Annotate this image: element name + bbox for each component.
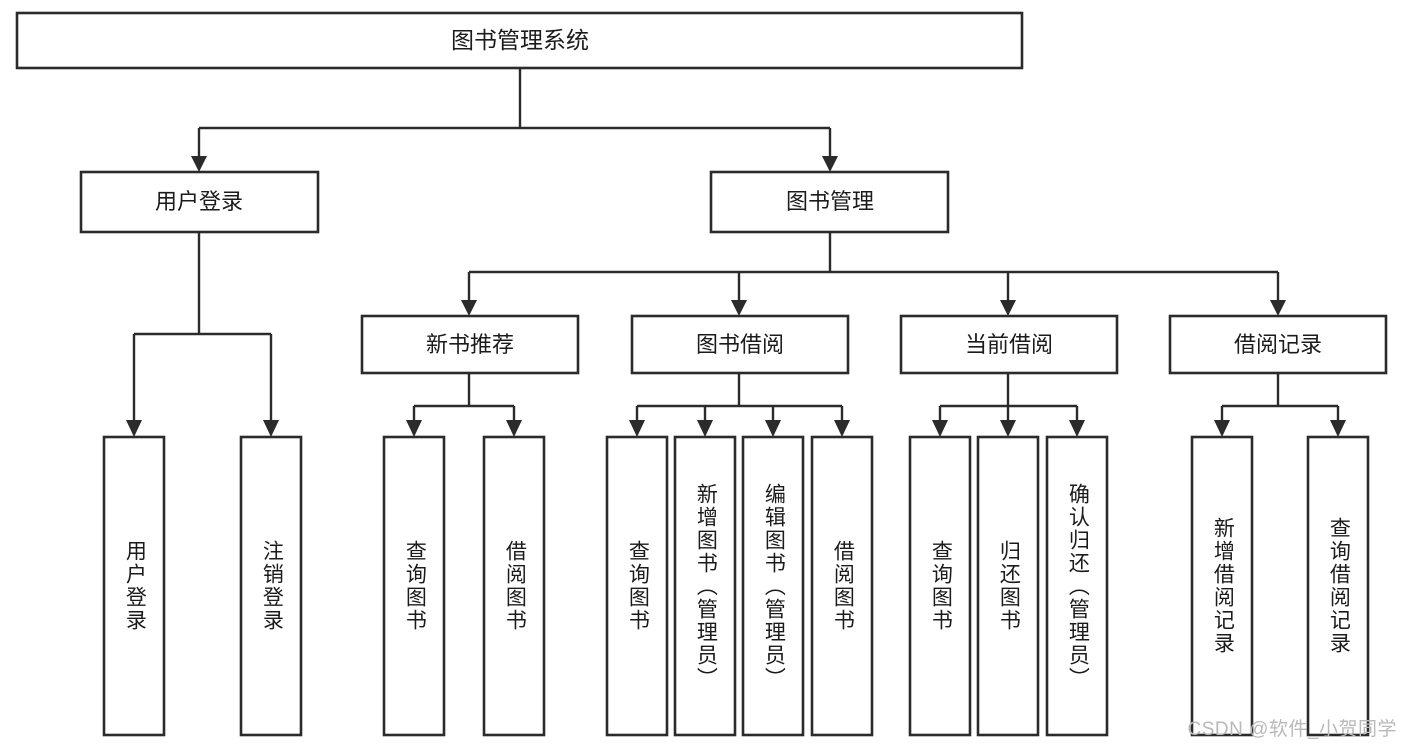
arrow-leaf-book-borrow-3 (765, 420, 781, 437)
new-book-recommend-label: 新书推荐 (426, 332, 514, 357)
node-book-manage[interactable]: 图书管理 (709, 170, 950, 234)
arrow-borrow-record (1270, 300, 1286, 316)
book-manage-label: 图书管理 (786, 189, 874, 214)
leaf-box-new-book-1[interactable] (382, 435, 446, 737)
leaf-box-borrow-record-1[interactable] (1190, 435, 1254, 737)
arrow-leaf-book-borrow-1 (629, 420, 645, 437)
arrow-leaf-new-book-1 (406, 420, 422, 437)
node-book-borrow[interactable]: 图书借阅 (630, 314, 850, 375)
leaf-boxes-layer (102, 435, 1370, 737)
leaf-box-book-borrow-4[interactable] (810, 435, 874, 737)
arrow-leaf-book-borrow-2 (697, 420, 713, 437)
user-login-box[interactable] (79, 170, 320, 234)
root-box[interactable] (15, 11, 1024, 70)
arrow-leaf-borrow-record-2 (1330, 420, 1346, 437)
book-borrow-box[interactable] (630, 314, 850, 375)
new-book-recommend-box[interactable] (360, 314, 580, 375)
node-user-login[interactable]: 用户登录 (79, 170, 320, 234)
leaf-box-borrow-record-2[interactable] (1306, 435, 1370, 737)
arrow-leaf-new-book-2 (506, 420, 522, 437)
root-label: 图书管理系统 (451, 27, 589, 53)
leaf-box-user-login-1[interactable] (102, 435, 166, 737)
node-borrow-record[interactable]: 借阅记录 (1168, 314, 1388, 375)
borrow-record-box[interactable] (1168, 314, 1388, 375)
arrow-leaf-borrow-record-1 (1214, 420, 1230, 437)
user-login-label: 用户登录 (155, 189, 243, 214)
arrow-leaf-user-login-2 (263, 420, 279, 437)
book-borrow-label: 图书借阅 (696, 332, 784, 357)
current-borrow-label: 当前借阅 (965, 332, 1053, 357)
leaf-box-new-book-2[interactable] (482, 435, 546, 737)
leaf-box-current-borrow-1[interactable] (908, 435, 972, 737)
leaf-box-book-borrow-2[interactable] (673, 435, 737, 737)
arrow-book-manage (822, 156, 838, 172)
arrow-leaf-current-borrow-2 (1000, 420, 1016, 437)
book-manage-box[interactable] (709, 170, 950, 234)
arrow-new-book (461, 300, 477, 316)
node-new-book-recommend[interactable]: 新书推荐 (360, 314, 580, 375)
arrow-book-borrow (731, 300, 747, 316)
leaf-box-current-borrow-2[interactable] (976, 435, 1040, 737)
leaf-box-book-borrow-3[interactable] (741, 435, 805, 737)
arrow-current-borrow (1000, 300, 1016, 316)
arrow-leaf-user-login-1 (126, 420, 142, 437)
arrow-leaf-book-borrow-4 (834, 420, 850, 437)
node-current-borrow[interactable]: 当前借阅 (899, 314, 1119, 375)
current-borrow-box[interactable] (899, 314, 1119, 375)
node-root[interactable]: 图书管理系统 (15, 11, 1024, 70)
edges-layer (126, 68, 1346, 437)
arrow-leaf-current-borrow-1 (932, 420, 948, 437)
leaf-box-user-login-2[interactable] (239, 435, 303, 737)
arrow-leaf-current-borrow-3 (1069, 420, 1085, 437)
borrow-record-label: 借阅记录 (1234, 332, 1322, 357)
leaf-box-book-borrow-1[interactable] (605, 435, 669, 737)
arrow-user-login (191, 156, 207, 172)
leaf-box-current-borrow-3[interactable] (1045, 435, 1109, 737)
